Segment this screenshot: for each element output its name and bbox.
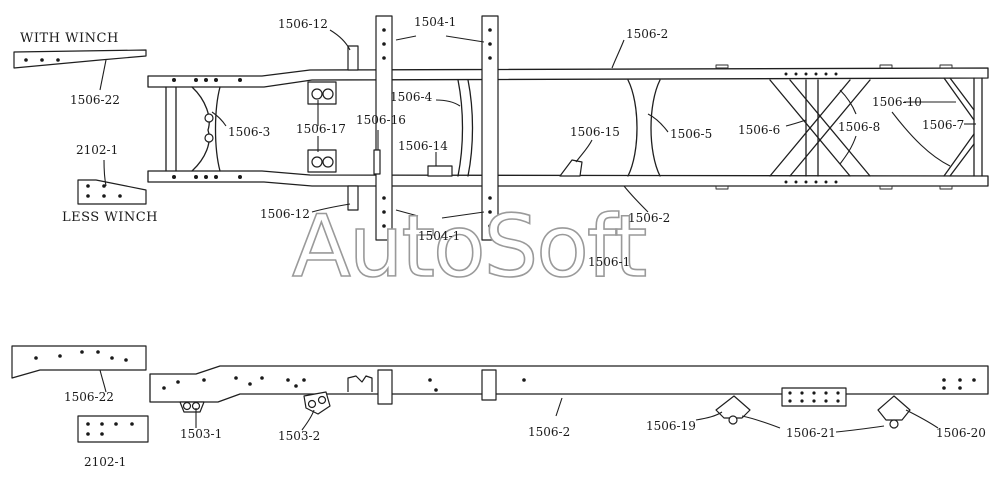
left-side-rail	[147, 67, 989, 88]
side-upright-2	[481, 369, 497, 401]
callout-1506-10: 1506-10	[872, 95, 922, 109]
front-crossmember-1506-3	[165, 86, 221, 172]
callout-1506-12-top: 1506-12	[278, 17, 328, 31]
callout-1506-7: 1506-7	[922, 118, 964, 132]
callout-2102-1-top: 2102-1	[76, 143, 118, 157]
callout-1506-22-top: 1506-22	[70, 93, 120, 107]
extension-plate-less-winch	[77, 179, 147, 205]
bracket-1506-12-top	[347, 45, 359, 71]
callout-2102-1-side: 2102-1	[84, 455, 126, 469]
frame-side-view	[149, 365, 989, 429]
callout-1506-16: 1506-16	[356, 113, 406, 127]
rear-crossmember-1506-7	[943, 77, 983, 177]
side-extension-plate-1506-22	[11, 345, 147, 379]
spring-hanger-1503-2	[303, 391, 331, 415]
callout-1506-8: 1506-8	[838, 120, 880, 134]
watermark-text: AutoSoft	[292, 197, 646, 297]
extension-plate-with-winch	[13, 49, 147, 69]
callout-1506-5: 1506-5	[670, 127, 712, 141]
callout-1506-15: 1506-15	[570, 125, 620, 139]
hanger-1506-20	[877, 395, 911, 429]
leader-lines	[99, 29, 976, 433]
x-member-1506-6	[769, 72, 871, 184]
bracket-1506-16	[373, 149, 381, 175]
block-1506-14	[427, 165, 453, 177]
callout-1506-2-mid: 1506-2	[628, 211, 670, 225]
callout-1506-21: 1506-21	[786, 426, 836, 440]
callout-1506-22-side: 1506-22	[64, 390, 114, 404]
callout-1506-1: 1506-1	[588, 255, 630, 269]
rail-tabs	[715, 64, 953, 190]
spring-hanger-1506-17	[307, 81, 337, 173]
callout-1506-19: 1506-19	[646, 419, 696, 433]
callout-1506-12-bottom: 1506-12	[260, 207, 310, 221]
spring-hanger-1503-1	[179, 401, 205, 413]
callout-1506-6: 1506-6	[738, 123, 780, 137]
gusset-1506-15	[559, 159, 583, 177]
callout-1506-3: 1506-3	[228, 125, 270, 139]
callout-1506-17: 1506-17	[296, 122, 346, 136]
caption-with-winch: WITH WINCH	[20, 31, 119, 46]
callout-1504-1-bottom: 1504-1	[418, 229, 460, 243]
callout-1506-2-top: 1506-2	[626, 27, 668, 41]
callout-1503-2: 1503-2	[278, 429, 320, 443]
callout-1503-1: 1503-1	[180, 427, 222, 441]
reinforcement-1506-21	[781, 387, 847, 407]
frame-top-view	[147, 15, 989, 241]
callout-1504-1-top: 1504-1	[414, 15, 456, 29]
side-rail-holes	[162, 376, 976, 392]
crossmember-1506-4	[457, 79, 474, 177]
right-side-rail	[147, 170, 989, 187]
side-extension-plate-2102-1	[77, 415, 149, 443]
callout-1506-2-side: 1506-2	[528, 425, 570, 439]
support-1504-1	[375, 15, 499, 241]
side-upright-1	[377, 369, 393, 405]
crossmember-1506-5	[627, 79, 661, 177]
callout-1506-4: 1506-4	[390, 90, 433, 104]
side-rail-1506-2	[149, 365, 989, 403]
caption-less-winch: LESS WINCH	[62, 210, 158, 225]
side-bracket	[347, 375, 373, 392]
bracket-1506-12-bottom	[347, 185, 359, 211]
callout-1506-20: 1506-20	[936, 426, 986, 440]
rail-holes-front	[172, 78, 242, 179]
callout-1506-14: 1506-14	[398, 139, 448, 153]
hanger-1506-19	[715, 395, 751, 425]
